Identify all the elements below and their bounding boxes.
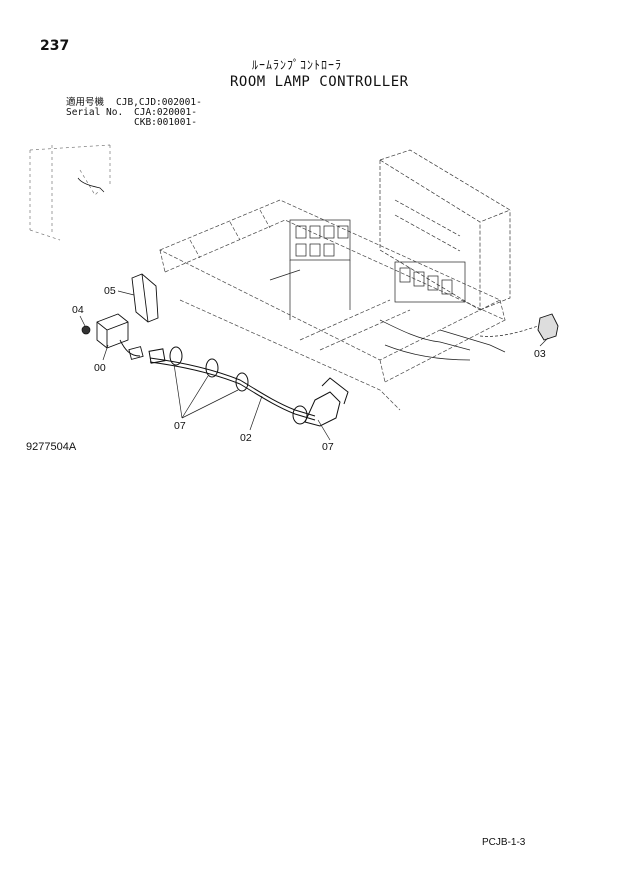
bracket-05 (131, 273, 159, 323)
footer-code: PCJB-1-3 (482, 837, 526, 848)
leader-07b (317, 419, 331, 441)
part-label-07-right: 07 (322, 441, 334, 453)
figure-number: 9277504A (26, 441, 77, 453)
relay-block-right (379, 261, 506, 361)
harness-02 (148, 348, 349, 427)
page-number: 237 (40, 38, 70, 54)
part-label-03: 03 (534, 348, 546, 360)
small-wire (77, 177, 105, 193)
leader-05 (117, 290, 135, 296)
leader-04 (79, 315, 86, 327)
switch-03 (537, 313, 559, 341)
controller-00 (96, 313, 144, 360)
part-label-05: 05 (104, 285, 116, 297)
serial-range-1: CJB,CJD:002001- (116, 97, 202, 108)
leader-07a (173, 363, 239, 419)
leader-03 (539, 337, 549, 347)
cab-outline-dashed (29, 144, 111, 241)
serial-range-2: CJA:020001- (134, 107, 197, 118)
serial-label-japanese: 適用号機 (66, 97, 105, 108)
harness-to-03 (479, 325, 539, 337)
title-english: ROOM LAMP CONTROLLER (230, 74, 409, 90)
leader-02 (249, 395, 263, 431)
leader-00 (102, 344, 109, 361)
part-label-04: 04 (72, 304, 84, 316)
relay-block-left (269, 219, 351, 320)
screw-04 (81, 325, 91, 335)
floor-frame (159, 199, 506, 411)
controller-box (379, 149, 511, 311)
part-label-07-left: 07 (174, 420, 186, 432)
title-japanese: ﾙｰﾑﾗﾝﾌﾟｺﾝﾄﾛｰﾗ (252, 58, 343, 72)
part-label-00: 00 (94, 362, 106, 374)
part-label-02: 02 (240, 432, 252, 444)
serial-label-english: Serial No. (66, 107, 124, 118)
serial-range-3: CKB:001001- (134, 117, 197, 128)
clamps-07 (169, 346, 308, 425)
